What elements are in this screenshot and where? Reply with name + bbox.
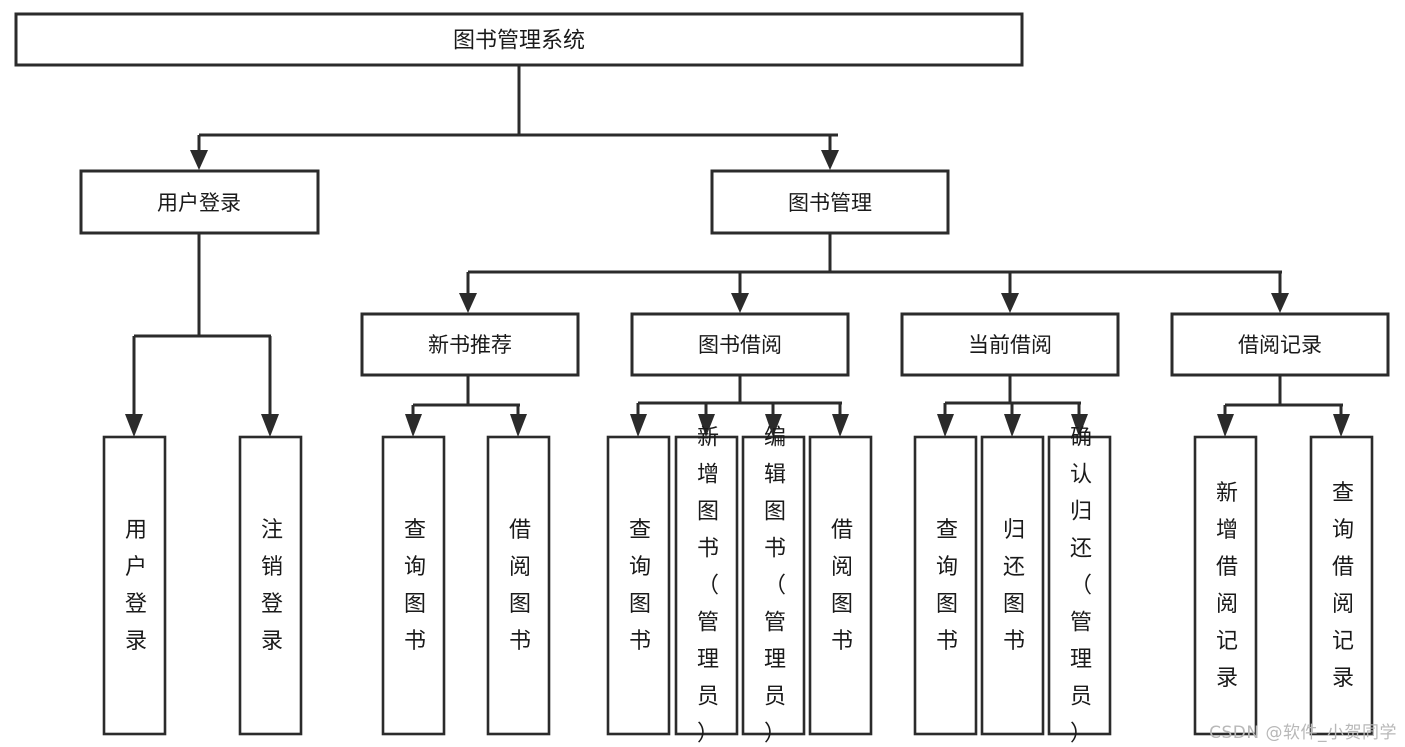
leaf-add-record-label: 新增借阅记录 bbox=[1216, 481, 1238, 691]
leaf-query-book-3-box[interactable] bbox=[913, 435, 978, 736]
node-root-label: 图书管理系统 bbox=[453, 29, 585, 54]
node-book-borrow-label: 图书借阅 bbox=[698, 333, 782, 357]
node-borrow-record-box[interactable] bbox=[1170, 312, 1390, 377]
arrowhead-leaf-add-record bbox=[1217, 414, 1234, 437]
leaf-borrow-book-2-box[interactable] bbox=[808, 435, 873, 736]
arrowhead-leaf-confirm-return bbox=[1071, 414, 1088, 437]
leaf-borrow-book-1-label: 借阅图书 bbox=[509, 518, 531, 654]
leaf-query-record-label: 查询借阅记录 bbox=[1332, 481, 1354, 691]
node-root[interactable]: 图书管理系统 bbox=[14, 12, 1024, 67]
leaf-logout-box[interactable] bbox=[238, 435, 303, 736]
node-book-manage-box[interactable] bbox=[710, 169, 950, 235]
leaf-edit-book-box[interactable] bbox=[741, 435, 806, 736]
arrowhead-leaf-user-login bbox=[125, 414, 143, 437]
connectors-user-login-to-leaves bbox=[125, 233, 279, 437]
arrowhead-leaf-return-book bbox=[1004, 414, 1021, 437]
arrowhead-new-book-rec bbox=[459, 293, 477, 313]
leaf-edit-book-label: 编辑图书（管理员） bbox=[764, 426, 786, 747]
leaf-query-book-1-box[interactable] bbox=[381, 435, 446, 736]
node-borrow-record[interactable]: 借阅记录 bbox=[1170, 312, 1390, 377]
connectors-root-to-level2 bbox=[190, 65, 839, 170]
leaf-query-book-2-box[interactable] bbox=[606, 435, 671, 736]
connectors-current-borrow-to-leaves bbox=[937, 375, 1088, 437]
node-book-manage[interactable]: 图书管理 bbox=[710, 169, 950, 235]
arrowhead-book-borrow bbox=[731, 293, 749, 313]
arrowhead-leaf-borrow-book-2 bbox=[832, 414, 849, 437]
leaf-query-book-1-label: 查询图书 bbox=[404, 518, 426, 654]
leaf-user-login-box[interactable] bbox=[102, 435, 167, 736]
node-new-book-rec-label: 新书推荐 bbox=[428, 333, 512, 357]
leaf-query-book-2-label: 查询图书 bbox=[629, 518, 651, 654]
arrowhead-leaf-borrow-book-1 bbox=[510, 414, 527, 437]
leaf-add-book-label: 新增图书（管理员） bbox=[697, 426, 719, 747]
node-borrow-record-label: 借阅记录 bbox=[1238, 333, 1322, 357]
arrowhead-leaf-query-book-3 bbox=[937, 414, 954, 437]
leaf-labels: 用户登录 注销登录 查询图书 借阅图书 查询图书 新增图书（管理员） 编辑图书（… bbox=[125, 426, 1354, 747]
arrowhead-user-login bbox=[190, 150, 208, 170]
leaf-user-login-label: 用户登录 bbox=[125, 518, 147, 654]
leaf-add-book-box[interactable] bbox=[674, 435, 739, 736]
node-book-manage-label: 图书管理 bbox=[788, 191, 872, 215]
leaf-borrow-book-2-label: 借阅图书 bbox=[831, 518, 853, 654]
leaf-return-book-label: 归还图书 bbox=[1003, 518, 1025, 654]
node-current-borrow-box[interactable] bbox=[900, 312, 1120, 377]
arrowhead-leaf-query-book-2 bbox=[630, 414, 647, 437]
node-book-borrow[interactable]: 图书借阅 bbox=[630, 312, 850, 377]
connectors-borrow-record-to-leaves bbox=[1217, 375, 1350, 437]
leaf-confirm-return-label: 确认归还（管理员） bbox=[1070, 426, 1092, 747]
arrowhead-leaf-logout bbox=[261, 414, 279, 437]
leaf-add-record-box[interactable] bbox=[1193, 435, 1258, 736]
leaf-logout-label: 注销登录 bbox=[261, 518, 283, 654]
arrowhead-leaf-query-book-1 bbox=[405, 414, 422, 437]
leaf-borrow-book-1-box[interactable] bbox=[486, 435, 551, 736]
arrowhead-leaf-query-record bbox=[1333, 414, 1350, 437]
connectors-new-book-rec-to-leaves bbox=[405, 375, 527, 437]
node-current-borrow[interactable]: 当前借阅 bbox=[900, 312, 1120, 377]
node-new-book-rec-box[interactable] bbox=[360, 312, 580, 377]
leaf-query-book-3-label: 查询图书 bbox=[936, 518, 958, 654]
arrowhead-leaf-add-book bbox=[698, 414, 715, 437]
node-book-borrow-box[interactable] bbox=[630, 312, 850, 377]
csdn-watermark: CSDN @软件_小贺同学 bbox=[1209, 723, 1397, 743]
node-new-book-rec[interactable]: 新书推荐 bbox=[360, 312, 580, 377]
arrowhead-leaf-edit-book bbox=[765, 414, 782, 437]
leaf-boxes bbox=[102, 435, 1374, 736]
node-root-box[interactable] bbox=[14, 12, 1024, 67]
leaf-query-record-box[interactable] bbox=[1309, 435, 1374, 736]
node-user-login-box[interactable] bbox=[79, 169, 320, 235]
node-user-login-label: 用户登录 bbox=[157, 191, 241, 215]
leaf-confirm-return-box[interactable] bbox=[1047, 435, 1112, 736]
arrowhead-book-manage bbox=[821, 150, 839, 170]
arrowhead-borrow-record bbox=[1271, 293, 1289, 313]
connectors-book-borrow-to-leaves bbox=[630, 375, 849, 437]
connectors-book-manage-to-level3 bbox=[459, 233, 1289, 313]
node-user-login[interactable]: 用户登录 bbox=[79, 169, 320, 235]
leaf-return-book-box[interactable] bbox=[980, 435, 1045, 736]
arrowhead-current-borrow bbox=[1001, 293, 1019, 313]
node-current-borrow-label: 当前借阅 bbox=[968, 333, 1052, 357]
